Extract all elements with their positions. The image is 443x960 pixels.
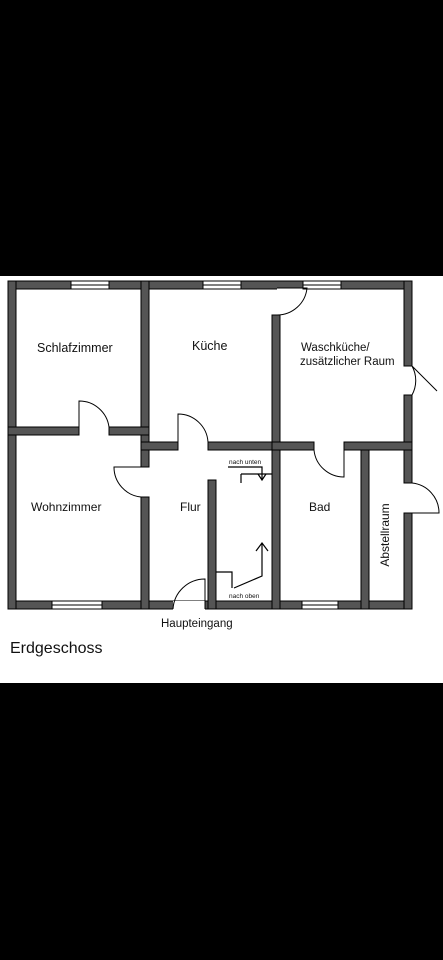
windows: [51, 280, 342, 610]
wall-bedroom-living-left: [7, 426, 80, 436]
stair-up-line: [233, 543, 263, 589]
stair-down-arrow: [257, 473, 267, 482]
floor-title: Erdgeschoss: [10, 640, 103, 657]
door-swings: [78, 287, 440, 610]
wall-hall-bath: [271, 449, 281, 610]
floor-plan-panel: Schlafzimmer Küche Waschküche/ zusätzlic…: [0, 276, 443, 683]
door-swing-bath: [313, 449, 345, 478]
door-swing-kitchen: [177, 413, 209, 443]
stair-outline: [240, 473, 272, 483]
stair-up-arrow: [255, 542, 269, 552]
wall-kitchen-hall-right: [207, 441, 281, 451]
room-waschkueche-line1: Waschküche/: [301, 342, 370, 354]
walls: [7, 280, 413, 610]
door-swing-laundry-top: [276, 287, 308, 316]
room-wohnzimmer: Wohnzimmer: [31, 500, 102, 514]
stair-down-line: [228, 466, 263, 480]
wall-right-lower: [403, 512, 413, 610]
wall-stair-left: [207, 479, 217, 610]
room-kueche: Küche: [192, 339, 228, 353]
wall-laundry-bath-left: [271, 441, 315, 451]
wall-kitchen-laundry: [271, 314, 281, 443]
room-bad: Bad: [309, 500, 331, 514]
wall-bedroom-living-right: [108, 426, 150, 436]
wall-left: [7, 280, 17, 610]
door-openings: [173, 288, 307, 611]
entrance-label: Haupteingang: [161, 618, 233, 630]
room-abstellraum: Abstellraum: [378, 503, 392, 567]
room-flur: Flur: [180, 500, 201, 514]
stairs: [216, 466, 272, 589]
door-swing-laundry-outside: [411, 365, 438, 396]
floor-plan-drawing: [7, 280, 440, 611]
room-waschkueche-line2: zusätzlicher Raum: [300, 356, 395, 368]
wall-right-upper: [403, 280, 413, 367]
wall-bath-storage: [360, 449, 370, 610]
door-swing-living: [113, 466, 142, 498]
wall-living-hall-bottom: [140, 496, 150, 610]
door-swing-bedroom: [78, 400, 110, 428]
room-schlafzimmer: Schlafzimmer: [37, 341, 113, 355]
wall-right-middle: [403, 394, 413, 484]
door-swing-storage: [411, 482, 440, 514]
door-swing-entrance: [172, 578, 206, 610]
door-gap-entrance: [173, 601, 205, 611]
stair-up-label: nach oben: [229, 593, 260, 600]
wall-laundry-bath-right: [343, 441, 413, 451]
wall-kitchen-hall-left: [140, 441, 179, 451]
wall-bedroom-kitchen: [140, 280, 150, 443]
stair-down-label: nach unten: [229, 459, 262, 466]
stair-up-tread: [216, 571, 233, 588]
